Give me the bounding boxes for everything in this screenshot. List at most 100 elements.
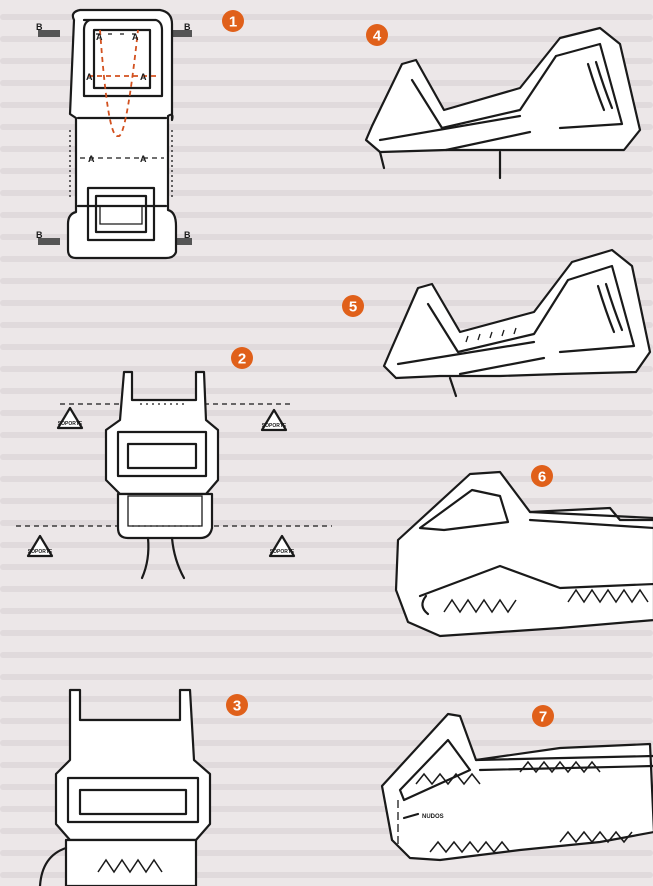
ghost-text-line [0, 366, 653, 372]
step4-frame-inner [410, 42, 624, 130]
support-triangle-4 [268, 534, 296, 558]
peg-b-top-left [38, 30, 60, 37]
step6-weave-zigzag [443, 588, 649, 614]
svg-text:3: 3 [233, 698, 241, 715]
step4-legs [378, 150, 502, 180]
step7-top-rails [474, 754, 653, 772]
label-a-5: A [88, 154, 95, 164]
step5-leg [448, 376, 458, 398]
step-badge-5: 5 [342, 295, 364, 317]
ghost-text-line [0, 630, 653, 636]
step6-long-rails [528, 510, 653, 530]
step-badge-6: 6 [531, 465, 553, 487]
step5-cords [596, 282, 624, 334]
svg-text:4: 4 [373, 28, 382, 45]
ghost-text-line [0, 454, 653, 460]
svg-text:1: 1 [229, 14, 237, 31]
step2-frame-front [116, 492, 214, 540]
peg-b-bottom-right [170, 238, 192, 245]
frame-top-inner [82, 18, 164, 98]
support-triangle-3 [26, 534, 54, 558]
step6-frame-opening [418, 488, 510, 532]
ghost-text-line [0, 36, 653, 42]
ghost-text-line [0, 344, 653, 350]
ghost-text-line [0, 322, 653, 328]
ghost-text-line [0, 58, 653, 64]
svg-text:5: 5 [349, 299, 357, 316]
ghost-text-line [0, 542, 653, 548]
support-label-1: SOPORTE [58, 421, 83, 427]
peg-b-bottom-left [38, 238, 60, 245]
ghost-text-line [0, 476, 653, 482]
ghost-text-line [0, 696, 653, 702]
step-1-frame-top-view: B B B B A A A A A A [36, 8, 192, 260]
step-badge-3: 3 [226, 694, 248, 716]
step7-nudos-pointer [402, 812, 420, 820]
ghost-text-line [0, 784, 653, 790]
step-7-knots-detail: NUDOS [380, 712, 653, 862]
frame-front-panel [99, 205, 143, 225]
step6-cord-loop [421, 594, 430, 616]
step3-hand [38, 846, 68, 886]
label-a-3: A [86, 72, 93, 82]
frame-back-opening [92, 28, 152, 90]
step2-front-inner [127, 495, 203, 527]
step7-weave-upper [415, 760, 601, 786]
ghost-text-line [0, 168, 653, 174]
support-triangle-1 [56, 406, 84, 430]
svg-text:2: 2 [238, 351, 246, 368]
step-2-frame-on-supports: SOPORTE SOPORTE SOPORTE SOPORTE [16, 370, 332, 580]
step5-frame-inner [426, 264, 636, 354]
step-6-weaving-detail [394, 470, 653, 638]
ghost-text-line [0, 212, 653, 218]
peg-b-top-right [170, 30, 192, 37]
frame-front-inner [94, 194, 148, 234]
step5-rails [396, 340, 546, 376]
step6-frame-body [394, 470, 653, 638]
ghost-text-line [0, 586, 653, 592]
ghost-text-line [0, 124, 653, 130]
ghost-text-line [0, 190, 653, 196]
label-b-bottom-right: B [184, 230, 191, 240]
step4-cords [586, 60, 614, 112]
ghost-text-line [0, 740, 653, 746]
step-3-weaving-front [38, 688, 212, 886]
ghost-text-line [0, 872, 653, 878]
support-label-4: SOPORTE [270, 549, 295, 555]
step7-frame-body [380, 712, 653, 862]
ghost-text-line [0, 234, 653, 240]
nudos-label: NUDOS [422, 814, 444, 820]
step-badge-7: 7 [532, 705, 554, 727]
ghost-text-line [0, 410, 653, 416]
ghost-text-line [0, 564, 653, 570]
support-label-3: SOPORTE [28, 549, 53, 555]
step3-frame-back [54, 688, 212, 842]
ghost-text-line [0, 498, 653, 504]
ghost-text-line [0, 256, 653, 262]
ghost-text-line [0, 520, 653, 526]
ghost-text-line [0, 652, 653, 658]
ghost-text-line [0, 146, 653, 152]
label-a-2: A [132, 32, 139, 42]
label-b-top-left: B [36, 22, 43, 32]
ghost-text-line [0, 718, 653, 724]
ghost-text-line [0, 828, 653, 834]
step3-seat-box [66, 776, 200, 824]
step2-seat-inner [126, 442, 198, 470]
step2-cord [140, 536, 186, 580]
step6-lower-rail [418, 564, 653, 598]
ghost-text-line [0, 806, 653, 812]
step3-seat-inner [78, 788, 188, 816]
red-guide-lines [88, 29, 158, 137]
side-dot-rows [69, 130, 173, 200]
ghost-text-line [0, 278, 653, 284]
label-a-4: A [140, 72, 147, 82]
ghost-text-line [0, 80, 653, 86]
ghost-text-line [0, 762, 653, 768]
step-badge-2: 2 [231, 347, 253, 369]
frame-front-opening [86, 186, 156, 242]
svg-text:7: 7 [539, 709, 547, 726]
svg-text:6: 6 [538, 469, 546, 486]
